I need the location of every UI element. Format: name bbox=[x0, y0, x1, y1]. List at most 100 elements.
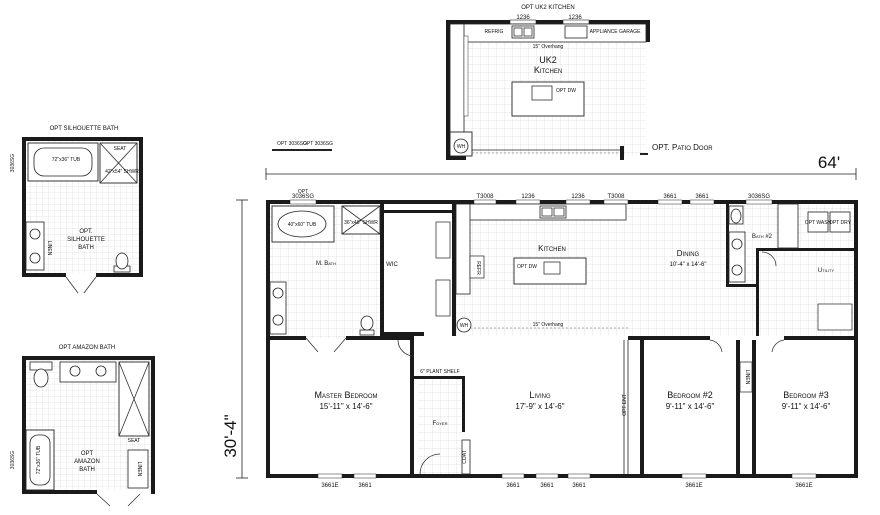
window bbox=[515, 199, 541, 205]
silhouette-sink bbox=[29, 252, 41, 264]
interior-wall bbox=[726, 204, 729, 284]
master-bedroom-door-swing bbox=[397, 339, 415, 357]
front-door-swing bbox=[419, 453, 441, 475]
window bbox=[473, 199, 497, 205]
foyer-wall bbox=[462, 376, 465, 432]
bedroom2-size: 9'-11" x 14'-6" bbox=[666, 402, 715, 411]
utility-door-swing bbox=[761, 251, 777, 267]
bedroom2-door-swing bbox=[709, 339, 723, 353]
main-house: OPT 3036SG T3008 1236 1236 T3008 3661 36… bbox=[266, 189, 858, 489]
uk2-window-label: 1236 bbox=[516, 15, 530, 21]
interior-wall bbox=[410, 336, 414, 474]
window bbox=[681, 473, 707, 479]
silhouette-tub-basin bbox=[33, 147, 93, 177]
uk2-counter-dim: 15" Overhang bbox=[533, 44, 564, 50]
kitchen-island bbox=[513, 257, 587, 285]
window-label: 1236 bbox=[521, 194, 535, 200]
master-bath-name: M. Bath bbox=[316, 261, 336, 267]
window bbox=[535, 473, 559, 479]
patio-door-label: OPT. Patio Door bbox=[652, 143, 713, 152]
uk2-sink-basin bbox=[513, 27, 523, 37]
bedroom3-door-swing bbox=[771, 339, 785, 353]
window-label: T3008 bbox=[476, 194, 494, 200]
uk2-window-label: 1236 bbox=[568, 15, 582, 21]
window-label: T3008 bbox=[607, 194, 625, 200]
silhouette-name: OPT. bbox=[79, 229, 93, 235]
window-label: 3661E bbox=[685, 483, 702, 489]
interior-wall bbox=[270, 336, 306, 340]
silhouette-sink bbox=[29, 228, 41, 240]
uk2-sink-basin bbox=[523, 27, 533, 37]
silhouette-door-swing bbox=[65, 276, 97, 294]
bath2-toilet-bowl bbox=[730, 208, 742, 224]
width-dimension-label: 64' bbox=[818, 153, 840, 172]
amazon-seat-label: SEAT bbox=[128, 438, 141, 444]
uk2-island-sink bbox=[531, 85, 553, 101]
wic-name: WIC bbox=[386, 262, 398, 268]
interior-wall bbox=[644, 336, 710, 340]
master-sink bbox=[272, 287, 284, 299]
interior-wall bbox=[628, 336, 640, 340]
uk2-refrig-label: REFRIG bbox=[485, 29, 504, 35]
wh-label: WH bbox=[460, 323, 469, 329]
kitchen-sink-basin bbox=[553, 207, 565, 217]
interior-wall bbox=[346, 336, 410, 340]
window bbox=[353, 473, 377, 479]
window-label: 1236 bbox=[571, 194, 585, 200]
foyer-floor bbox=[418, 378, 462, 476]
island-dw-label: OPT DW bbox=[517, 264, 537, 270]
interior-wall bbox=[640, 336, 644, 474]
living-size: 17'-9" x 14'-6" bbox=[515, 402, 564, 411]
uk2-left-wall bbox=[446, 20, 450, 160]
uk2-kitchen-name: Kitchen bbox=[534, 65, 562, 75]
silhouette-bottom-wall bbox=[22, 273, 66, 277]
window bbox=[501, 473, 525, 479]
window-label: 3661 bbox=[358, 483, 372, 489]
silhouette-name: BATH bbox=[78, 245, 94, 251]
uk2-kitchen-option: OPT UK2 KITCHEN 1236 1236 REFRIG APPLIAN… bbox=[272, 5, 650, 160]
interior-wall bbox=[756, 250, 759, 336]
silhouette-toilet-bowl bbox=[115, 252, 129, 270]
interior-wall bbox=[736, 340, 740, 474]
amazon-name: AMAZON bbox=[74, 459, 100, 465]
uk2-window bbox=[562, 19, 590, 25]
silhouette-top-wall bbox=[22, 137, 143, 141]
dryer bbox=[829, 211, 851, 233]
window-label: 3661E bbox=[321, 483, 338, 489]
kitchen-name: Kitchen bbox=[538, 244, 566, 253]
interior-wall bbox=[384, 332, 424, 336]
amazon-tub-label: 72"x36" TUB bbox=[36, 445, 42, 474]
amazon-sink bbox=[95, 365, 107, 377]
uk2-opt-dw-label: OPT DW bbox=[556, 88, 576, 94]
window-label: 3661 bbox=[540, 483, 554, 489]
uk2-range bbox=[564, 25, 588, 39]
patio-door-option: OPT. Patio Door bbox=[640, 143, 713, 155]
uk2-window bbox=[509, 19, 537, 25]
refrigerator bbox=[469, 255, 485, 279]
uk2-counter-edge bbox=[463, 35, 469, 117]
window-label: 3036SG bbox=[292, 194, 314, 200]
bedroom2-name: Bedroom #2 bbox=[667, 390, 713, 400]
amazon-name: OPT bbox=[81, 451, 94, 457]
window-label: 3661 bbox=[663, 194, 677, 200]
foyer-wall bbox=[414, 376, 464, 379]
dining-size: 10'-4" x 14'-6" bbox=[670, 262, 707, 268]
master-tub-basin bbox=[277, 210, 327, 238]
amazon-right-wall bbox=[151, 356, 155, 494]
kitchen-side-counter bbox=[455, 203, 471, 295]
interior-wall bbox=[784, 336, 854, 340]
uk2-water-heater bbox=[453, 138, 469, 154]
silhouette-shower-label: 42"x54" SHWR bbox=[105, 169, 139, 175]
wic-shelf bbox=[435, 279, 451, 317]
window bbox=[603, 199, 629, 205]
amazon-top-wall bbox=[22, 356, 155, 360]
window bbox=[689, 199, 715, 205]
dining-name: Dining bbox=[677, 249, 700, 258]
window-label: 3661 bbox=[506, 483, 520, 489]
window-label: 3036SG bbox=[748, 194, 770, 200]
uk2-sink bbox=[511, 25, 535, 39]
master-shower-diagonal bbox=[341, 205, 381, 235]
kitchen-sink bbox=[539, 205, 567, 219]
uk2-bottom-wall bbox=[620, 146, 624, 160]
silhouette-seat-label: SEAT bbox=[114, 146, 127, 152]
